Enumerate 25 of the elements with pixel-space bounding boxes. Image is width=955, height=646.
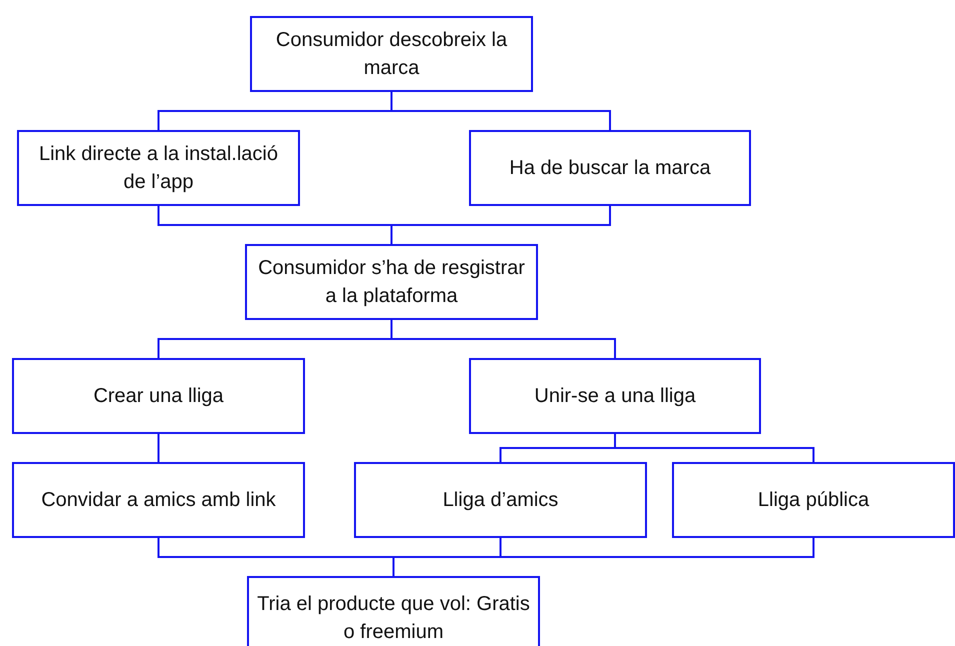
- box-text: Tria el producte que vol: Gratis o freemium: [257, 592, 530, 645]
- box-text: Ha de buscar la marca: [509, 156, 711, 181]
- box-text: Consumidor descobreix la marca: [274, 28, 508, 81]
- process-box: [250, 16, 533, 92]
- process-box: [247, 576, 540, 646]
- connector-line: [390, 320, 616, 358]
- box-text: Link directe a la instal.lació de l’app: [38, 142, 279, 195]
- connector-line: [390, 92, 611, 130]
- box-text: Lliga pública: [758, 488, 870, 513]
- process-box: [12, 462, 305, 538]
- process-box: [17, 130, 300, 206]
- box-text: Lliga d’amics: [442, 488, 558, 513]
- process-box: [12, 358, 305, 434]
- process-box: [354, 462, 647, 538]
- connector-line: [614, 434, 814, 462]
- process-box: [469, 358, 761, 434]
- box-text: Crear una lliga: [93, 384, 224, 409]
- box-text: Unir-se a una lliga: [534, 384, 696, 409]
- process-box: [672, 462, 955, 538]
- box-text: Convidar a amics amb link: [41, 488, 276, 513]
- process-box: [245, 244, 538, 320]
- box-text: Consumidor s’ha de resgistrar a la plataforma: [257, 256, 526, 309]
- connector-line: [390, 206, 611, 244]
- connector-line: [158, 434, 160, 462]
- process-box: [469, 130, 751, 206]
